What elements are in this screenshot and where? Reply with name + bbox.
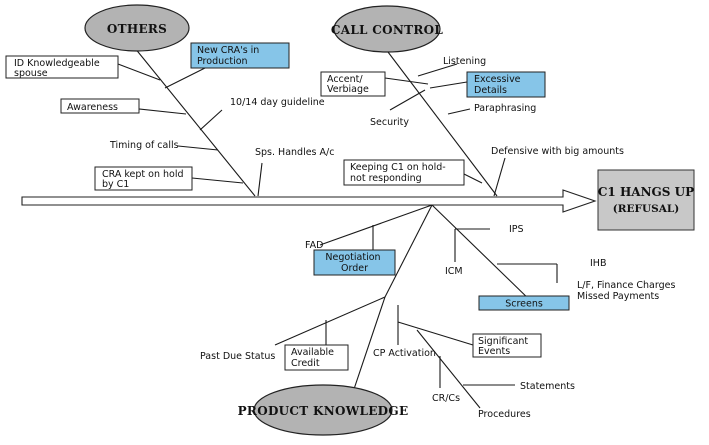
significant-events-box	[472, 333, 542, 358]
cra-kept-on-hold-label: CRA kept on hold by C1	[102, 169, 187, 190]
listening-label: Listening	[443, 56, 486, 67]
accent-verbiage-box	[320, 71, 386, 97]
past-due-status-label: Past Due Status	[200, 351, 275, 362]
effect-box	[597, 169, 695, 231]
negotiation-order-box	[313, 249, 396, 276]
timing-of-calls-label: Timing of calls	[109, 140, 179, 151]
lf-finance-label: L/F, Finance Charges Missed Payments	[577, 280, 678, 302]
paraphrasing-label: Paraphrasing	[474, 103, 536, 114]
negotiation-order-label: Negotiation Order	[325, 252, 383, 274]
fad-label: FAD	[305, 240, 323, 251]
sps-handles-label: Sps. Handles A/c	[255, 147, 334, 158]
effect-subtitle: (REFUSAL)	[613, 203, 679, 215]
id-knowledgeable-box	[5, 55, 119, 79]
new-cras-label: New CRA's in Production	[197, 45, 262, 67]
excessive-details-box	[466, 71, 546, 98]
others-category-label: OTHERS	[107, 22, 167, 36]
product-knowledge-category-ellipse	[253, 384, 393, 436]
defensive-label: Defensive with big amounts	[491, 146, 624, 157]
ips-label: IPS	[509, 224, 524, 235]
screens-label: Screens	[505, 299, 543, 310]
call-control-category-ellipse	[333, 5, 441, 53]
cp-activation-label: CP Activation	[373, 348, 436, 359]
product-knowledge-category-label: PRODUCT KNOWLEDGE	[238, 404, 409, 418]
statements-label: Statements	[520, 381, 575, 392]
others-category-ellipse	[84, 4, 190, 52]
awareness-box	[60, 98, 140, 114]
significant-events-label: Significant Events	[478, 336, 531, 357]
keeping-c1-box	[343, 159, 465, 186]
day-guideline-label: 10/14 day guideline	[230, 97, 325, 108]
call-control-bone	[384, 51, 506, 197]
product-knowledge-bone	[274, 204, 515, 409]
id-knowledgeable-label: ID Knowledgeable spouse	[14, 58, 103, 79]
screens-box	[478, 295, 570, 311]
security-label: Security	[370, 117, 409, 128]
excessive-details-label: Excessive Details	[474, 74, 524, 96]
keeping-c1-label: Keeping C1 on hold- not responding	[350, 162, 449, 184]
call-control-category-label: CALL CONTROL	[331, 23, 444, 37]
cr-cs-label: CR/Cs	[432, 393, 460, 404]
icm-label: ICM	[445, 266, 463, 277]
awareness-label: Awareness	[67, 102, 118, 113]
cra-kept-on-hold-box	[94, 166, 193, 191]
accent-verbiage-label: Accent/ Verbiage	[327, 74, 369, 95]
effect-title: C1 HANGS UP	[598, 185, 694, 199]
procedures-label: Procedures	[478, 409, 531, 420]
available-credit-label: Available Credit	[291, 347, 337, 369]
ihb-label: IHB	[590, 258, 606, 269]
lower-bone	[319, 204, 558, 306]
available-credit-box	[284, 344, 349, 371]
main-spine-arrow	[21, 189, 597, 213]
new-cras-box	[190, 42, 290, 69]
